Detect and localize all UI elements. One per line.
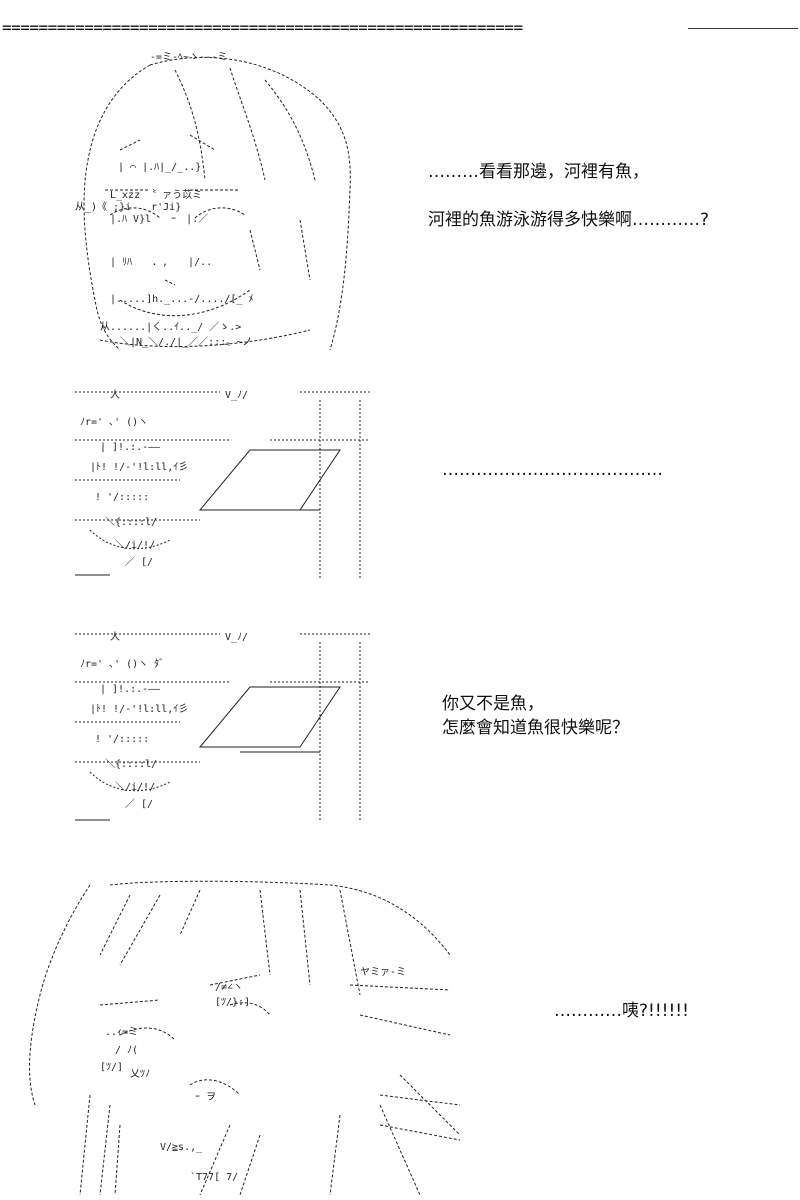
svg-text:/≠∠ヽ: /≠∠ヽ [215,982,243,993]
caption-line: 你又不是魚， [442,694,544,714]
svg-text:ヤミァ-ミ: ヤミァ-ミ [360,967,406,978]
svg-text:人: 人 [110,631,120,643]
caption-line: …………咦?!!!!!! [554,1001,689,1021]
svg-text:..ｨ=ミ: ..ｨ=ミ [105,1027,138,1038]
ascii-art-surprised-face: ヤミァ-ミ /≠∠ヽ [ﾂ/}:] ..ｨ=ミ / ﾉ( [ﾂ/] 乂ﾂﾉ ｰ … [29,880,461,1195]
svg-text:-=ミ-ﾍ~ゝ---ミ: -=ミ-ﾍ~ゝ---ミ [150,52,227,63]
divider-equals: ========================================… [2,18,523,37]
svg-text:[ﾂ/}:]: [ﾂ/}:] [215,997,250,1008]
panel-3-caption: 你又不是魚， 怎麼會知道魚很快樂呢？ [442,692,629,740]
ascii-art-face-girl: -=ミ-ﾍ~ゝ---ミ | ⌒ |.ﾊ|_/_..} L_xzz 〝 ァう苡ミ … [75,52,351,351]
caption-line [428,184,709,208]
svg-text:`T77[ 7/: `T77[ 7/ [190,1171,238,1183]
caption-line: ………看看那邊，河裡有魚， [428,162,649,182]
top-divider: ========================================… [0,18,800,38]
svg-text:/ ﾉ(: / ﾉ( [115,1045,138,1056]
svg-text:＼{::::l/: ＼{::::l/ [105,516,157,528]
panel-1-caption: ………看看那邊，河裡有魚， 河裡的魚游泳游得多快樂啊…………? [428,160,709,232]
svg-text:|.....]h._...-/..../[_ ﾒ: |.....]h._...-/..../[_ ﾒ [110,294,253,305]
svg-text:＼/i/!/: ＼/i/!/ [115,539,155,551]
svg-text:／ [/: ／ [/ [125,798,153,810]
svg-text:ﾉr=' ､' ()ヽ ﾀﾞ: ﾉr=' ､' ()ヽ ﾀﾞ [80,658,164,670]
svg-text:ﾉr=' ､' ()ヽ: ﾉr=' ､' ()ヽ [80,417,148,428]
svg-text:|ﾄ! !/-'!l:ll,ｲ彡: |ﾄ! !/-'!l:ll,ｲ彡 [90,704,188,715]
panel-1: -=ミ-ﾍ~ゝ---ミ | ⌒ |.ﾊ|_/_..} L_xzz 〝 ァう苡ミ … [0,40,800,370]
svg-text:乂ﾂﾉ: 乂ﾂﾉ [130,1069,150,1080]
svg-text:|ﾄ! !/-'!l:ll,ｲ彡: |ﾄ! !/-'!l:ll,ｲ彡 [90,462,188,473]
svg-text:! '/:::::: ! '/::::: [95,734,149,745]
svg-text:| ]!.:.-——: | ]!.:.-—— [100,442,161,453]
svg-text:＼{::::l/: ＼{::::l/ [105,758,157,770]
ascii-art-closeup: 人 V_ﾉ/ ﾉr=' ､' ()ヽ | ]!.:.-—— |ﾄ! !/-'!l… [75,389,370,580]
svg-text:从......|く..ｲ.._/ ／ゝ.>: 从......|く..ｲ.._/ ／ゝ.> [100,321,241,333]
caption-line: ………………………………… [442,460,663,480]
svg-text:V/≧s.,_: V/≧s.,_ [160,1142,203,1153]
svg-text:V_ﾉ/: V_ﾉ/ [225,632,248,643]
svg-text:ｰ ヲ: ｰ ヲ [195,1092,216,1103]
divider-line [688,28,798,29]
panel-2-caption: ………………………………… [442,458,663,482]
svg-text:| ]!.:.-——: | ]!.:.-—— [100,684,161,695]
svg-text:人: 人 [110,389,120,401]
svg-text:＼/i/!/: ＼/i/!/ [115,781,155,793]
svg-text:／ [/: ／ [/ [125,556,153,568]
panel-4-caption: …………咦?!!!!!! [554,999,689,1023]
caption-line: 河裡的魚游泳游得多快樂啊…………? [428,210,710,230]
caption-line: 怎麼會知道魚很快樂呢？ [442,718,629,738]
svg-text:|.ﾊ V}l ｰ |.／: |.ﾊ V}l ｰ |.／ [110,213,208,225]
svg-text:[ﾂ/]: [ﾂ/] [100,1062,123,1073]
panel-3: 人 V_ﾉ/ ﾉr=' ､' ()ヽ ﾀﾞ | ]!.:.-—— |ﾄ! !/-… [0,622,800,832]
svg-text:| ﾘﾊ ．, |/..: | ﾘﾊ ．, |/.. [110,257,212,268]
svg-text:V_ﾉ/: V_ﾉ/ [225,390,248,401]
panel-4: ヤミァ-ミ /≠∠ヽ [ﾂ/}:] ..ｨ=ミ / ﾉ( [ﾂ/] 乂ﾂﾉ ｰ … [0,875,800,1200]
ascii-art-closeup-repeat: 人 V_ﾉ/ ﾉr=' ､' ()ヽ ﾀﾞ | ]!.:.-—— |ﾄ! !/-… [75,631,370,822]
svg-text:| ⌒ |.ﾊ|_/_..}: | ⌒ |.ﾊ|_/_..} [118,162,201,173]
svg-text:L_xzz 〝 ァう苡ミ: L_xzz 〝 ァう苡ミ [110,188,202,201]
svg-text:＼|N_＼/./|_／／:::〟~ノ: ＼|N_＼/./|_／／:::〟~ノ [120,336,252,348]
panel-2: 人 V_ﾉ/ ﾉr=' ､' ()ヽ | ]!.:.-—— |ﾄ! !/-'!l… [0,380,800,590]
svg-text:! '/:::::: ! '/::::: [95,492,149,503]
svg-text:从_)《 ;}i r'Ji}: 从_)《 ;}i r'Ji} [75,201,181,213]
